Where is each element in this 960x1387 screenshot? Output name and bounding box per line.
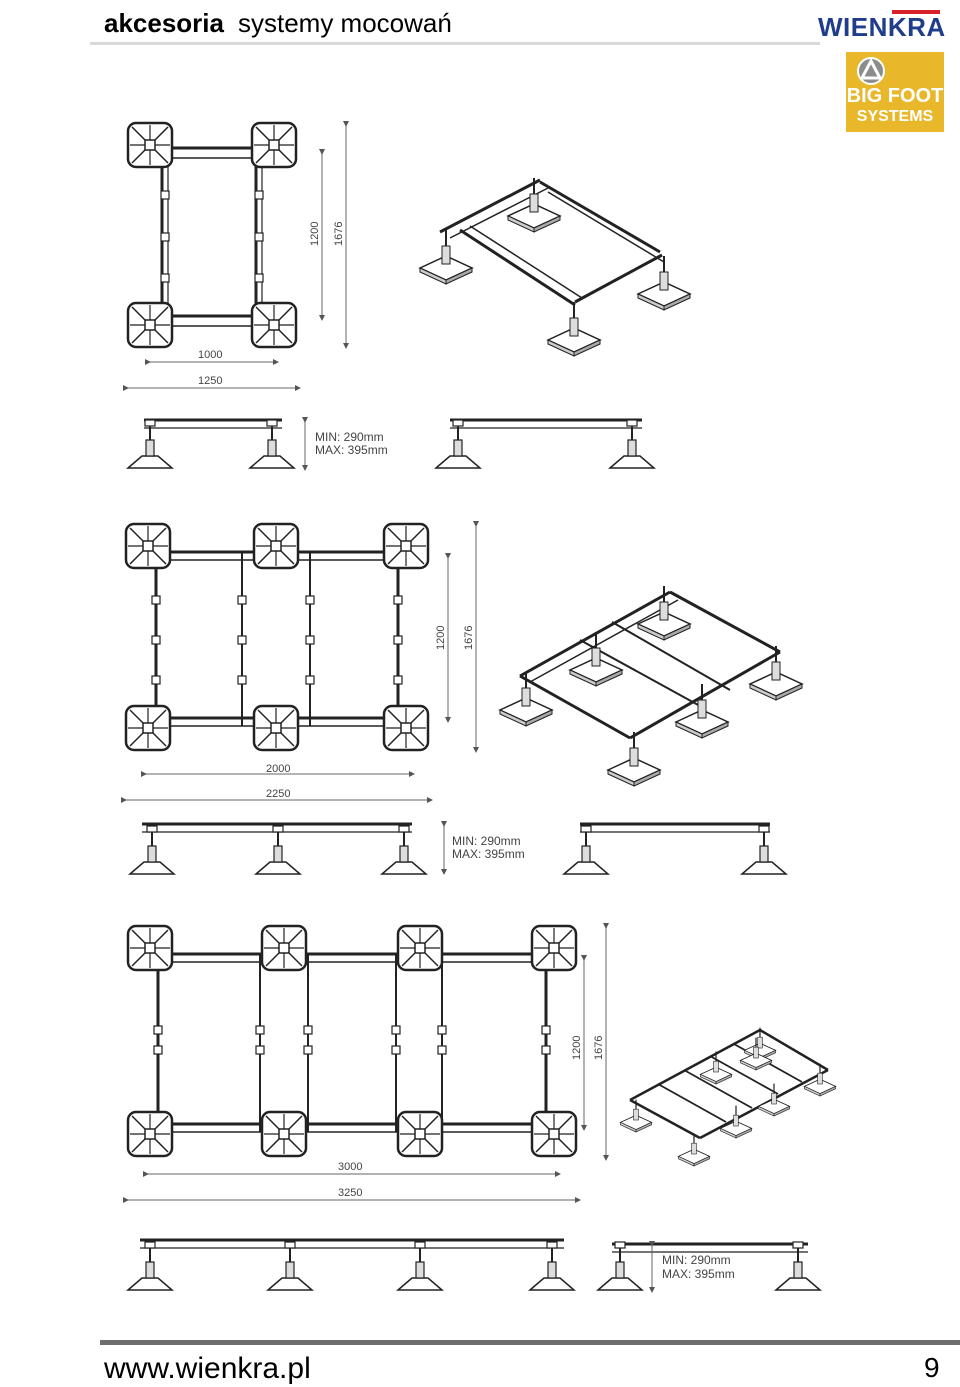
badge-line-2: SYSTEMS <box>856 108 934 125</box>
section-title: systemy mocowań <box>237 8 452 38</box>
bigfoot-badge: BIG FOOT SYSTEMS <box>846 52 944 132</box>
drawing-1-max-height: MAX: 395mm <box>315 443 388 457</box>
drawing-3-inner-width: 3000 <box>338 1161 362 1173</box>
bigfoot-emblem-icon <box>857 57 885 85</box>
drawing-3-outer-width: 3250 <box>338 1187 362 1199</box>
drawing-2-max-height: MAX: 395mm <box>452 847 525 861</box>
drawing-1-side-views: MIN: 290mm MAX: 395mm <box>127 417 655 471</box>
drawing-3-inner-height: 1200 <box>571 1036 583 1060</box>
drawing-1-outer-width: 1250 <box>198 375 222 387</box>
drawing-2-outer-height: 1676 <box>463 626 475 650</box>
drawing-1-inner-height: 1200 <box>309 222 321 246</box>
section-label: akcesoria <box>104 8 224 38</box>
logo-text: WIENKRA <box>818 12 946 42</box>
wienkra-logo: WIENKRA <box>818 10 948 42</box>
header-divider <box>90 42 820 45</box>
drawing-3-plan: 3000 3250 1200 1676 <box>123 923 609 1203</box>
drawing-1-inner-width: 1000 <box>198 349 222 361</box>
drawing-3-isometric <box>619 1026 837 1167</box>
drawing-2-inner-width: 2000 <box>266 763 290 775</box>
drawing-3-min-height: MIN: 290mm <box>662 1253 731 1267</box>
drawing-2-side-views: MIN: 290mm MAX: 395mm <box>129 821 787 875</box>
drawing-1-plan: 1000 1250 1200 1676 <box>123 121 349 391</box>
drawing-1-isometric <box>419 177 691 357</box>
drawing-2-inner-height: 1200 <box>435 626 447 650</box>
drawing-2-min-height: MIN: 290mm <box>452 834 521 848</box>
footer-divider <box>100 1340 960 1345</box>
logo-accent-bar <box>892 10 940 14</box>
drawing-3-max-height: MAX: 395mm <box>662 1267 735 1281</box>
drawing-2-isometric <box>499 585 803 787</box>
page-header: akcesoria systemy mocowań <box>104 8 452 39</box>
drawing-3-side-views: MIN: 290mm MAX: 395mm <box>127 1238 821 1293</box>
drawing-1-outer-height: 1676 <box>333 222 345 246</box>
badge-line-1: BIG FOOT <box>846 85 944 107</box>
technical-drawings: 1000 1250 1200 1676 MIN: 290mm MAX: 395m… <box>121 121 837 1293</box>
page-number: 9 <box>924 1352 940 1383</box>
drawing-3-outer-height: 1676 <box>593 1036 605 1060</box>
drawing-2-outer-width: 2250 <box>266 788 290 800</box>
footer-url[interactable]: www.wienkra.pl <box>104 1352 311 1385</box>
drawing-1-min-height: MIN: 290mm <box>315 430 384 444</box>
drawing-2-plan: 2000 2250 1200 1676 <box>121 521 479 803</box>
